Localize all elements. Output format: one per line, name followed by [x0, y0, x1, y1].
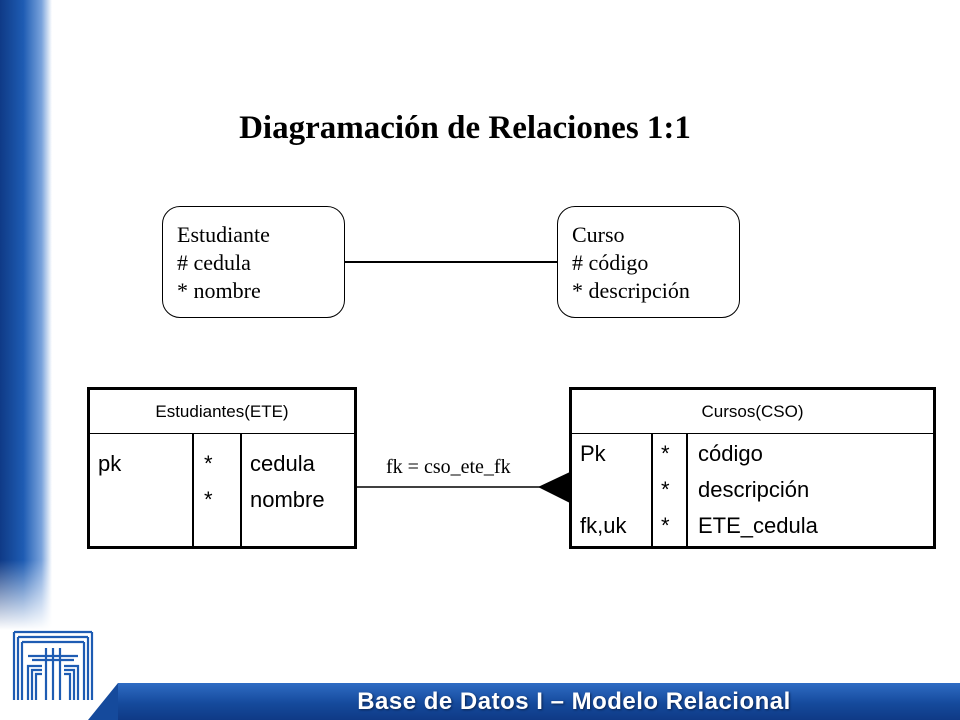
mandatory-marker: * [204, 487, 213, 512]
slide-title: Diagramación de Relaciones 1:1 [239, 110, 691, 146]
many-side-arrowhead-icon [538, 471, 572, 504]
key-cell: fk,uk [580, 513, 627, 538]
entity-curso-attr-descripcion: * descripción [572, 278, 690, 303]
key-cell: pk [98, 451, 122, 476]
footer-bar: Base de Datos I – Modelo Relacional [88, 683, 960, 720]
table-cursos-column-names: código descripción ETE_cedula [698, 434, 928, 547]
column-name-cell: ETE_cedula [698, 513, 818, 538]
mandatory-marker: * [204, 451, 213, 476]
column-divider [686, 434, 688, 547]
table-cursos: Cursos(CSO) Pk fk,uk * * * código descri… [569, 387, 936, 549]
foreign-key-label: fk = cso_ete_fk [386, 456, 511, 478]
column-name-cell: descripción [698, 477, 810, 502]
left-accent-bar [0, 0, 52, 630]
entity-curso: Curso # código * descripción [557, 206, 740, 318]
mandatory-marker: * [661, 477, 670, 502]
left-accent-bar-fade [0, 560, 52, 630]
table-cursos-body: Pk fk,uk * * * código descripción ETE_ce… [572, 434, 933, 547]
column-name-cell: nombre [250, 487, 325, 512]
column-name-cell: cedula [250, 451, 315, 476]
table-estudiantes-column-names: cedula nombre [250, 434, 354, 547]
relationship-line-1-1 [345, 261, 557, 263]
column-divider [240, 434, 242, 547]
institution-logo-icon [12, 630, 94, 700]
table-estudiantes-header: Estudiantes(ETE) [90, 390, 354, 434]
entity-curso-attr-codigo: # código [572, 250, 649, 275]
table-cursos-header: Cursos(CSO) [572, 390, 933, 434]
entity-estudiante-name: Estudiante [177, 222, 270, 247]
key-cell [580, 472, 650, 508]
entity-estudiante: Estudiante # cedula * nombre [162, 206, 345, 318]
entity-estudiante-attr-nombre: * nombre [177, 278, 261, 303]
column-divider [192, 434, 194, 547]
entity-estudiante-attr-cedula: # cedula [177, 250, 251, 275]
table-cursos-key-column: Pk fk,uk [580, 434, 650, 547]
table-estudiantes-optional-column: * * [204, 434, 234, 547]
entity-curso-name: Curso [572, 222, 625, 247]
key-cell: Pk [580, 441, 606, 466]
column-divider [651, 434, 653, 547]
table-cursos-optional-column: * * * [661, 434, 681, 547]
column-name-cell: código [698, 441, 763, 466]
table-estudiantes-body: pk * * cedula nombre [90, 434, 354, 547]
table-estudiantes-key-column: pk [98, 434, 188, 547]
table-estudiantes: Estudiantes(ETE) pk * * cedula nombre [87, 387, 357, 549]
mandatory-marker: * [661, 441, 670, 466]
mandatory-marker: * [661, 513, 670, 538]
footer-title: Base de Datos I – Modelo Relacional [357, 688, 791, 715]
foreign-key-connector [357, 471, 572, 504]
